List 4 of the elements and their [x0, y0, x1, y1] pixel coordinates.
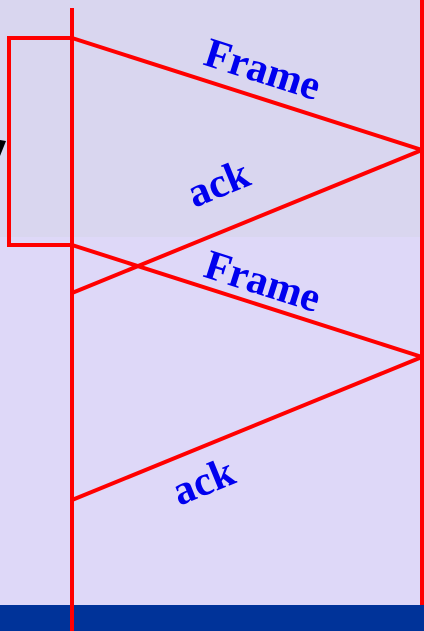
message-label: ack	[166, 450, 240, 514]
message-label: ack	[180, 152, 256, 216]
message-label: Frame	[198, 244, 325, 320]
message-label: Frame	[198, 32, 325, 108]
